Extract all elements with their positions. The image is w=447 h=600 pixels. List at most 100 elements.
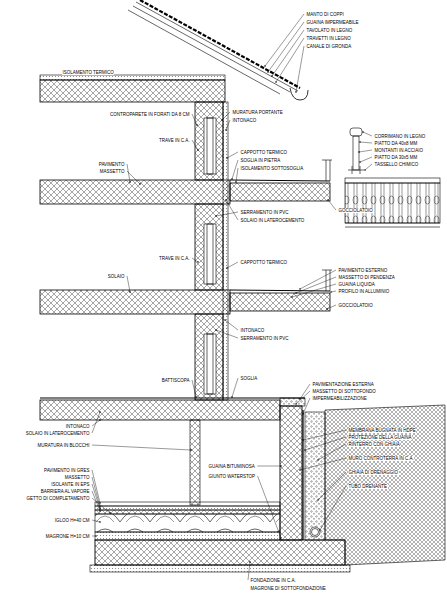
leader-line xyxy=(300,458,346,470)
leader-line xyxy=(92,445,191,450)
leader-dot xyxy=(231,178,233,180)
callout-label: PAVIMENTO xyxy=(98,162,125,167)
leader-line xyxy=(92,477,100,507)
leader-line xyxy=(216,330,238,338)
leader-dot xyxy=(99,508,101,510)
callout-label: MURATURA PORTANTE xyxy=(232,110,283,115)
callout-label: PROFILO IN ALLUMINIO xyxy=(338,289,390,294)
leader-line xyxy=(276,38,304,82)
leader-dot xyxy=(195,396,197,398)
leader-line xyxy=(300,384,310,399)
leader-dot xyxy=(359,161,361,163)
leader-line xyxy=(127,164,130,182)
leader-dot xyxy=(299,398,301,400)
leader-line xyxy=(192,258,198,262)
leader-dot xyxy=(304,449,306,451)
leader-line xyxy=(360,142,372,143)
callout-label: CANALE DI GRONDA xyxy=(306,44,352,49)
callout-label: GUAINA IMPERMEABILE xyxy=(306,20,359,25)
callout-label: IGLOO H=40 CM xyxy=(54,518,90,523)
callout-label: CORRIMANO IN LEGNO xyxy=(374,134,426,139)
leader-line xyxy=(257,466,281,467)
leader-dot xyxy=(291,296,293,298)
leader-dot xyxy=(225,199,227,201)
leader-dot xyxy=(299,469,301,471)
callout-label: IMPERMEABILIZZAZIONE xyxy=(312,396,367,401)
leader-line xyxy=(303,430,346,440)
leader-line xyxy=(92,484,100,509)
callout-label: CAPPOTTO TERMICO xyxy=(240,150,288,155)
leader-dot xyxy=(264,65,266,67)
leader-dot xyxy=(99,411,101,413)
leader-dot xyxy=(99,506,101,508)
leader-dot xyxy=(295,403,297,405)
callout-label: ISOLANTE IN EPS xyxy=(51,482,90,487)
callout-label: MONTANTI IN ACCIAIO xyxy=(374,148,423,153)
callout-label: SERRAMENTO IN PVC xyxy=(240,210,289,215)
leader-line xyxy=(225,320,238,330)
callout-label: INTONACO xyxy=(65,424,90,429)
leader-line xyxy=(363,132,372,136)
leader-dot xyxy=(359,141,361,143)
callout-label: ISOLAMENTO SOTTOSOGLIA xyxy=(240,166,304,171)
leader-line xyxy=(92,498,110,513)
callout-label: GOCCIOLATOIO xyxy=(338,208,373,213)
callout-label: PAVIMENTO IN GRES xyxy=(43,468,90,473)
leader-line xyxy=(327,305,336,309)
leader-line xyxy=(331,291,336,292)
leader-line xyxy=(92,491,100,511)
leader-dot xyxy=(295,91,297,93)
leader-line xyxy=(92,412,100,433)
leader-dot xyxy=(109,512,111,514)
leader-line xyxy=(232,160,238,179)
leader-line xyxy=(227,262,238,268)
leader-dot xyxy=(129,291,131,293)
leader-dot xyxy=(302,413,304,415)
leader-dot xyxy=(99,502,101,504)
leader-dot xyxy=(226,267,228,269)
callout-label: SOLAIO IN LATEROCEMENTO xyxy=(25,431,90,436)
leader-dot xyxy=(364,169,366,171)
leader-dot xyxy=(280,537,282,539)
leader-dot xyxy=(231,396,233,398)
callout-label: GUAINA BITUMINOSA xyxy=(208,464,255,469)
leader-line xyxy=(296,277,336,293)
leader-line xyxy=(305,437,346,450)
callout-label: MASSETTO xyxy=(99,169,125,174)
callout-label: TRAVE IN C.A. xyxy=(159,138,190,143)
callout-label: MURATURA IN BLOCCHI xyxy=(37,443,90,448)
leader-line xyxy=(360,157,372,162)
leader-line xyxy=(192,140,198,150)
callout-label: GHIAIA DI DRENAGGIO xyxy=(348,470,399,475)
leader-dot xyxy=(330,291,332,293)
callout-label: MEMBRANA BUGNATA IN HDPE xyxy=(348,428,416,433)
leader-dot xyxy=(319,529,321,531)
callout-label: PROTEZIONE DELLA GUAINA xyxy=(348,435,412,440)
leader-dot xyxy=(225,129,227,131)
leader-line xyxy=(222,112,230,120)
leader-dot xyxy=(197,261,199,263)
callout-label: TRAVETTI IN LEGNO xyxy=(306,36,351,41)
leader-dot xyxy=(271,75,273,77)
leader-dot xyxy=(358,151,360,153)
leader-dot xyxy=(190,449,192,451)
leader-line xyxy=(318,472,346,500)
callout-label: RINTERRO CON GHIAIA xyxy=(348,442,400,447)
leader-line xyxy=(227,152,238,158)
leader-line xyxy=(236,168,238,182)
leader-dot xyxy=(302,439,304,441)
leader-line xyxy=(92,520,100,522)
leader-dot xyxy=(215,329,217,331)
leader-line xyxy=(232,378,238,397)
leader-line xyxy=(92,470,100,503)
leader-line xyxy=(226,200,238,220)
leader-dot xyxy=(280,465,282,467)
leader-dot xyxy=(99,510,101,512)
callout-label: TASSELLO CHIMICO xyxy=(374,162,419,167)
callout-label: SOLAIO IN LATEROCEMENTO xyxy=(240,218,305,223)
leader-line xyxy=(303,398,310,414)
leader-line xyxy=(268,22,304,72)
callout-label: PAVIMENTAZIONE ESTERNA xyxy=(312,382,374,387)
leader-dot xyxy=(99,419,101,421)
leader-line xyxy=(296,391,310,404)
